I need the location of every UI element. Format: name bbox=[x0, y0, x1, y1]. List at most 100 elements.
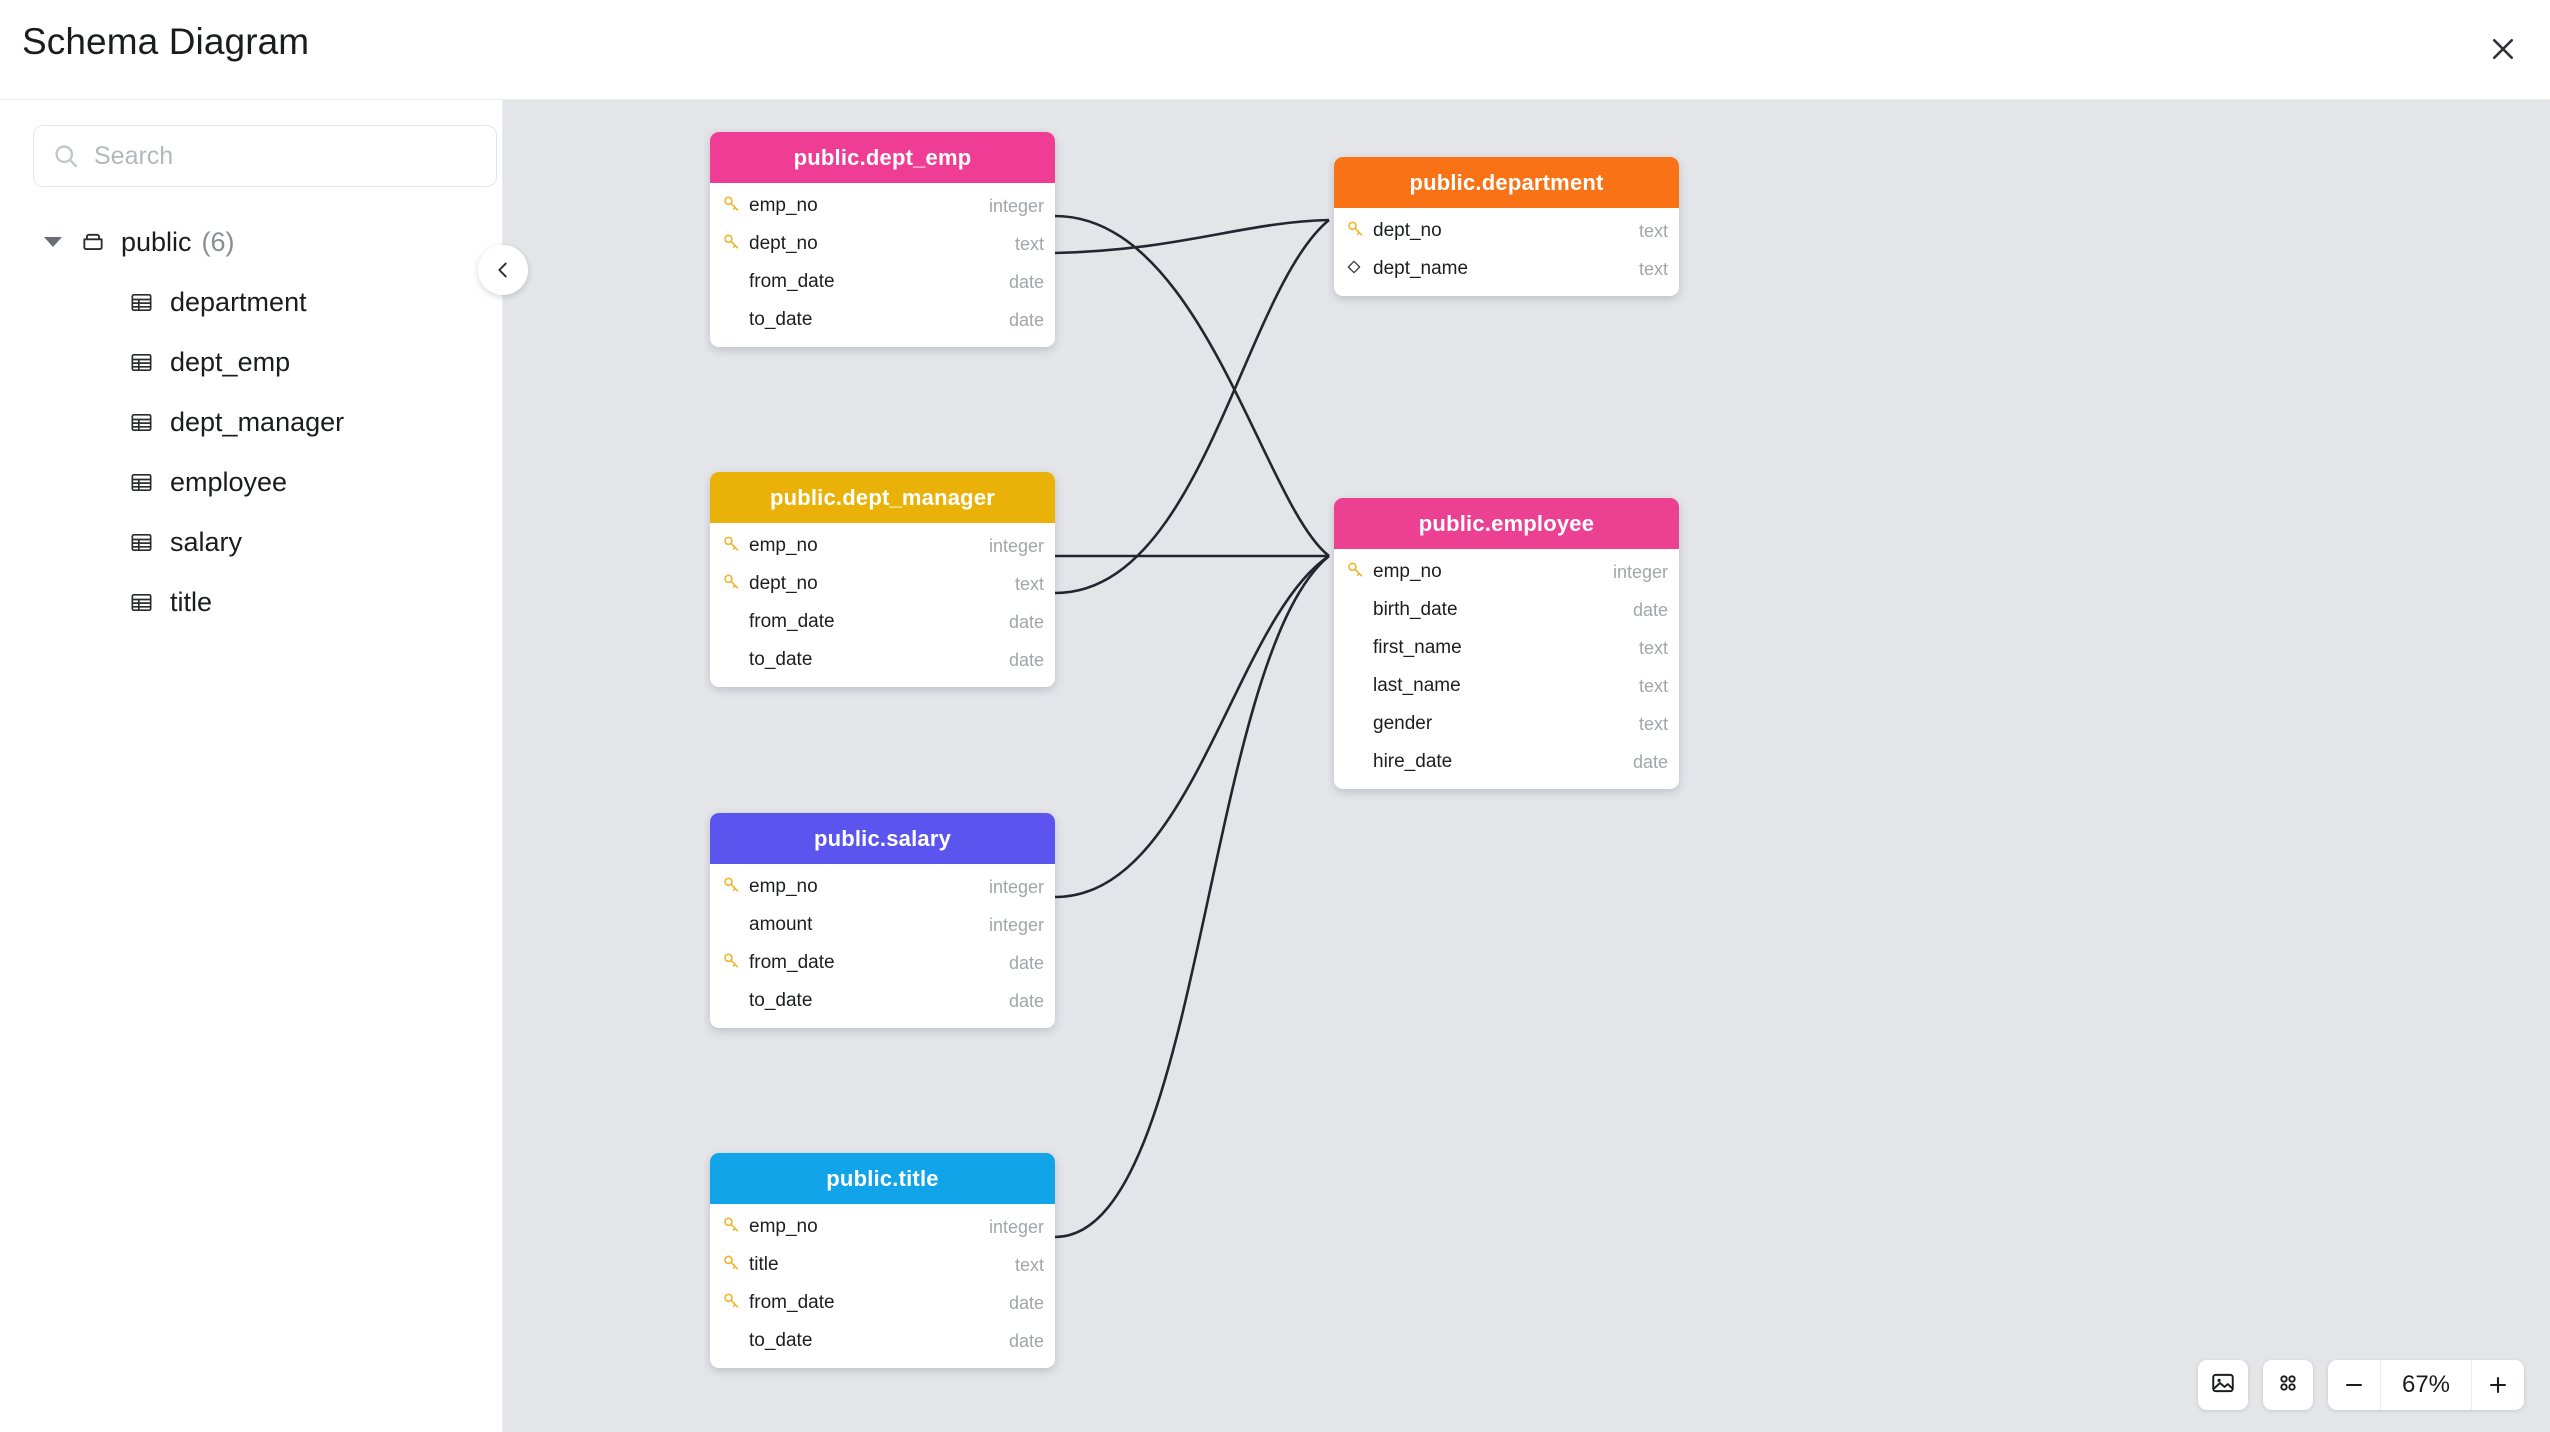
column-key-slot bbox=[722, 1291, 749, 1315]
sidebar-item-salary[interactable]: salary bbox=[0, 512, 503, 572]
column-type: date bbox=[1008, 309, 1044, 330]
column-name: dept_no bbox=[749, 573, 818, 594]
column-name: emp_no bbox=[749, 1216, 818, 1237]
column-row[interactable]: emp_no integer bbox=[1334, 553, 1679, 591]
column-type: date bbox=[1008, 611, 1044, 632]
unique-index-icon bbox=[1346, 259, 1362, 280]
column-name: from_date bbox=[749, 1292, 835, 1313]
close-icon[interactable] bbox=[2476, 22, 2530, 76]
column-type: text bbox=[1638, 220, 1668, 241]
column-type: text bbox=[1014, 233, 1044, 254]
column-type: integer bbox=[988, 535, 1044, 556]
column-row[interactable]: from_date date bbox=[710, 603, 1055, 641]
column-name: emp_no bbox=[749, 535, 818, 556]
edge-dept_manager-department bbox=[1054, 218, 1330, 595]
auto-layout-button[interactable] bbox=[2263, 1360, 2313, 1410]
column-type: integer bbox=[1612, 561, 1668, 582]
key-icon bbox=[722, 1291, 741, 1315]
column-key-slot bbox=[1346, 560, 1373, 584]
column-row[interactable]: emp_no integer bbox=[710, 868, 1055, 906]
column-name: emp_no bbox=[749, 195, 818, 216]
edge-salary-employee bbox=[1054, 554, 1330, 899]
column-name: from_date bbox=[749, 611, 835, 632]
sidebar-item-employee[interactable]: employee bbox=[0, 452, 503, 512]
column-type: text bbox=[1638, 675, 1668, 696]
column-name: emp_no bbox=[1373, 561, 1442, 582]
relationship-edges bbox=[1036, 203, 1330, 1250]
column-type: text bbox=[1638, 713, 1668, 734]
search-field[interactable] bbox=[33, 125, 497, 187]
column-key-slot bbox=[722, 534, 749, 558]
column-type: date bbox=[1008, 1292, 1044, 1313]
sidebar-item-dept_manager[interactable]: dept_manager bbox=[0, 392, 503, 452]
column-name: emp_no bbox=[749, 876, 818, 897]
column-name: dept_no bbox=[1373, 220, 1442, 241]
table-icon bbox=[129, 350, 154, 375]
column-name: dept_name bbox=[1373, 258, 1469, 279]
column-row[interactable]: emp_no integer bbox=[710, 527, 1055, 565]
sidebar-item-dept_emp[interactable]: dept_emp bbox=[0, 332, 503, 392]
canvas-toolbar: 67% bbox=[2198, 1360, 2524, 1410]
grid-icon bbox=[2276, 1371, 2300, 1400]
column-name: from_date bbox=[749, 271, 835, 292]
table-node-title: public.title bbox=[710, 1153, 1055, 1204]
column-key-slot bbox=[722, 1253, 749, 1277]
sidebar-item-department[interactable]: department bbox=[0, 272, 503, 332]
tree-schema-public[interactable]: public (6) bbox=[0, 212, 503, 272]
zoom-out-button[interactable] bbox=[2328, 1360, 2380, 1410]
column-type: integer bbox=[988, 876, 1044, 897]
export-image-button[interactable] bbox=[2198, 1360, 2248, 1410]
sidebar-item-title[interactable]: title bbox=[0, 572, 503, 632]
column-key-slot bbox=[722, 194, 749, 218]
search-input[interactable] bbox=[94, 126, 478, 186]
caret-down-icon[interactable] bbox=[44, 237, 62, 247]
column-name: to_date bbox=[749, 1330, 813, 1351]
zoom-in-button[interactable] bbox=[2472, 1360, 2524, 1410]
column-row[interactable]: dept_no text bbox=[1334, 212, 1679, 250]
column-name: to_date bbox=[749, 309, 813, 330]
column-row[interactable]: to_date date bbox=[710, 301, 1055, 339]
column-row[interactable]: from_date date bbox=[710, 1284, 1055, 1322]
zoom-level-label[interactable]: 67% bbox=[2380, 1360, 2472, 1410]
key-icon bbox=[722, 1215, 741, 1239]
column-key-slot bbox=[722, 951, 749, 975]
column-key-slot bbox=[722, 572, 749, 596]
column-type: date bbox=[1008, 649, 1044, 670]
table-icon bbox=[129, 590, 154, 615]
column-type: date bbox=[1008, 952, 1044, 973]
edge-dept_emp-department bbox=[1054, 218, 1330, 255]
key-icon bbox=[722, 572, 741, 596]
search-icon bbox=[52, 142, 80, 170]
sidebar-collapse-button[interactable] bbox=[478, 245, 528, 295]
header-bar: Schema Diagram bbox=[0, 0, 2550, 100]
